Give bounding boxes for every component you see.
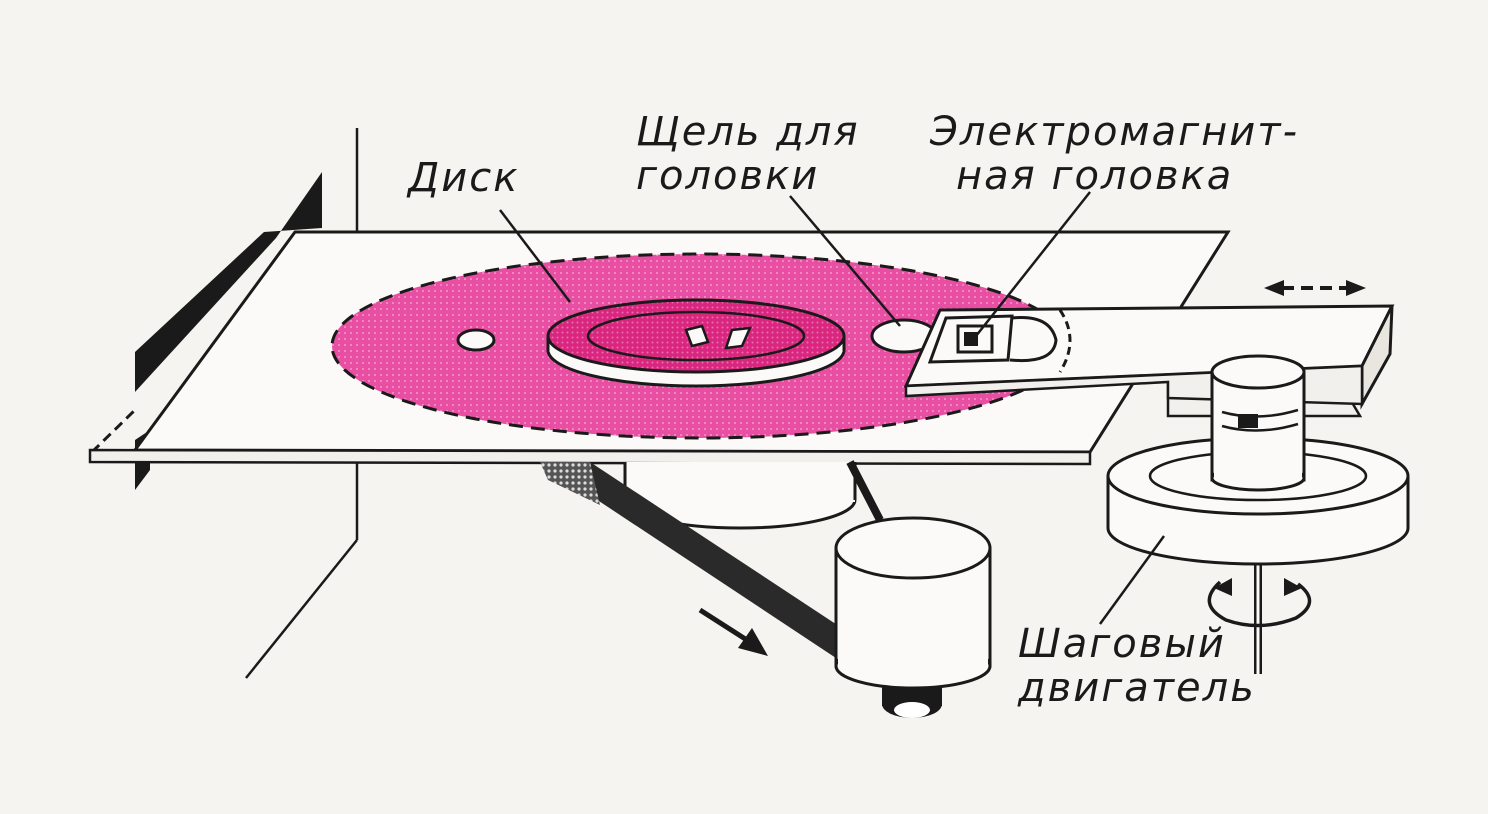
spindle-motor-body — [625, 462, 855, 502]
leader-disk — [499, 209, 571, 303]
label-disk: Диск — [408, 156, 519, 200]
leader-slot — [789, 195, 901, 327]
belt-direction-arrow — [698, 607, 752, 645]
head-spring — [1009, 315, 1058, 363]
label-electromagnetic-head-line2: ная головка — [956, 153, 1234, 199]
label-stepper-motor: Шаговый двигатель — [1018, 622, 1256, 710]
index-hole — [456, 328, 496, 352]
hub-key-left — [684, 324, 710, 348]
label-head-slot: Щель для головки — [636, 110, 860, 198]
label-electromagnetic-head-line1: Электромагнит- — [930, 109, 1300, 155]
label-disk-text: Диск — [408, 155, 520, 201]
label-electromagnetic-head: Электромагнит- ная головка — [930, 110, 1299, 198]
belt-mesh — [540, 462, 600, 505]
drive-belt — [540, 462, 860, 662]
frame-diagonal-line — [245, 539, 358, 679]
leader-stepper — [1098, 535, 1166, 625]
label-stepper-motor-line2: двигатель — [1018, 665, 1256, 711]
left-wall-dash — [90, 408, 137, 454]
label-head-slot-line1: Щель для — [636, 109, 860, 155]
base-plate-edge — [88, 448, 1092, 466]
label-head-slot-line2: головки — [636, 153, 820, 199]
rotation-arrow — [1207, 580, 1312, 628]
left-wall — [135, 172, 322, 392]
drive-motor-top — [834, 516, 992, 580]
leader-head — [975, 191, 1091, 337]
label-stepper-motor-line1: Шаговый — [1018, 621, 1226, 667]
stepper-rotor-top — [1210, 354, 1306, 390]
hub-key-right — [724, 326, 753, 350]
